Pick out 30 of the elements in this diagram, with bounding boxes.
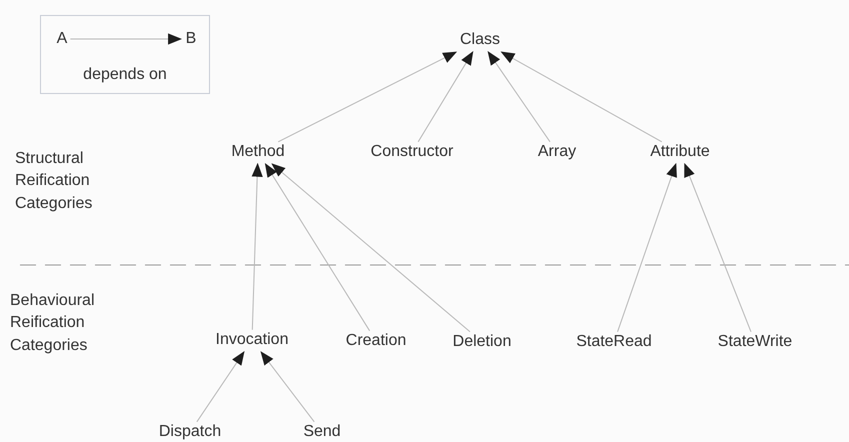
- node-label: Invocation: [214, 330, 290, 350]
- node-label: StateRead: [574, 332, 654, 352]
- node-label: B: [184, 30, 198, 48]
- node-label: Method: [229, 142, 287, 162]
- dependency-arrow: [488, 51, 550, 142]
- node-label: Deletion: [450, 332, 514, 352]
- node-label: StateWrite: [716, 332, 794, 352]
- dependency-arrow: [252, 162, 263, 330]
- dependency-arrow: [418, 51, 474, 142]
- dependency-arrow: [278, 52, 458, 142]
- dependency-arrow: [70, 33, 182, 45]
- node-label: A: [54, 30, 70, 48]
- dependency-arrow: [271, 163, 470, 332]
- dependency-arrow: [264, 163, 370, 332]
- node-label: Attribute: [648, 142, 712, 162]
- node-label: Class: [458, 30, 502, 50]
- dependency-arrow: [260, 351, 315, 422]
- legend-box: [40, 15, 210, 94]
- category-label: Behavioural Reification Categories: [10, 291, 96, 356]
- category-label: Structural Reification Categories: [15, 149, 94, 214]
- node-label: Constructor: [368, 142, 456, 162]
- node-label: Creation: [344, 332, 408, 350]
- node-label: Array: [536, 142, 578, 162]
- dependency-arrow: [196, 351, 245, 422]
- dependency-arrow: [684, 162, 752, 332]
- node-label: Dispatch: [156, 422, 224, 442]
- dependency-arrow: [617, 162, 677, 332]
- dependency-arrow: [500, 52, 662, 142]
- legend-caption: depends on: [82, 66, 168, 84]
- node-label: Send: [301, 422, 343, 442]
